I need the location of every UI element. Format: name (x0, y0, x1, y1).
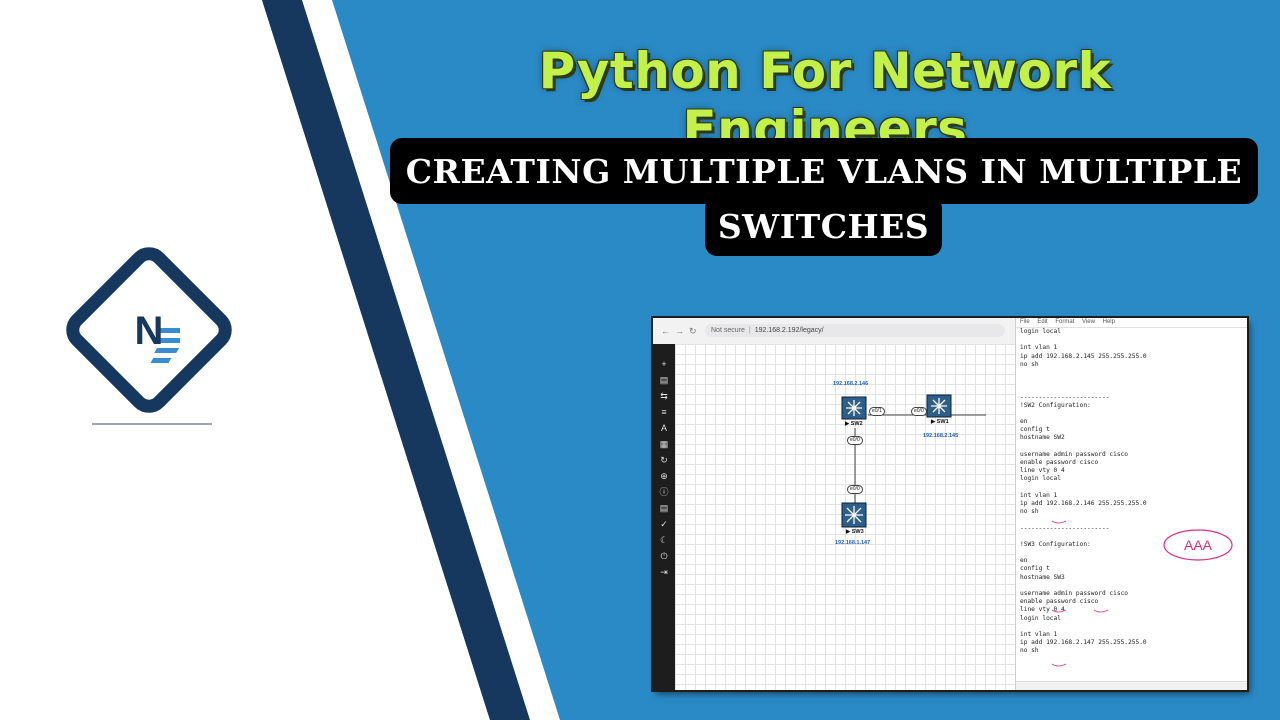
menu-edit[interactable]: Edit (1037, 319, 1048, 325)
port-label: e0/0 (847, 436, 863, 445)
sw2-ip: 192.168.2.146 (833, 381, 869, 387)
check-icon[interactable]: ✓ (660, 519, 668, 529)
notepad-line: en (1020, 418, 1028, 426)
notepad-line: hostname SW3 (1020, 573, 1065, 581)
logo-letter: N (135, 309, 164, 353)
reload-icon[interactable]: ↻ (689, 326, 697, 336)
address-bar[interactable]: Not secure | 192.168.2.192/legacy/ (705, 324, 1005, 337)
notepad-line: no sh (1020, 360, 1039, 368)
notepad-line: ip add 192.168.2.147 255.255.255.0 (1020, 639, 1147, 647)
notepad-line: ip add 192.168.2.146 255.255.255.0 (1020, 499, 1147, 507)
underline-marks (1051, 520, 1109, 667)
switch-icon[interactable] (926, 394, 952, 418)
power-icon[interactable]: ⏻ (660, 551, 668, 561)
notepad-line: login local (1020, 328, 1061, 335)
sw1-label: ▶ SW1 (931, 419, 949, 425)
menu-help[interactable]: Help (1102, 319, 1115, 325)
notepad-line: line vty 0 4 (1020, 606, 1065, 614)
notepad-window: File Edit Format View Help login local in… (1015, 318, 1247, 690)
svg-text:AAA: AAA (1184, 537, 1213, 553)
notepad-line: ip add 192.168.2.145 255.255.255.0 (1020, 352, 1147, 360)
back-icon[interactable]: ← (661, 326, 670, 336)
url-text: 192.168.2.192/legacy/ (754, 327, 824, 334)
notepad-line: username admin password cisco (1020, 450, 1129, 458)
sw3-ip: 192.168.1.147 (835, 540, 871, 546)
notepad-line: en (1020, 557, 1028, 565)
notepad-line: int vlan 1 (1020, 630, 1058, 638)
notepad-line: int vlan 1 (1020, 491, 1058, 499)
list-icon[interactable]: ≡ (661, 407, 667, 417)
port-label: e0/0 (911, 407, 927, 416)
notepad-line: config t (1020, 426, 1050, 434)
not-secure-label: Not secure (711, 327, 745, 334)
notepad-menu: File Edit Format View Help (1016, 318, 1247, 328)
refresh-icon[interactable]: ↻ (660, 455, 668, 465)
port-label: e0/1 (869, 407, 885, 416)
sw2-label: ▶ SW2 (845, 421, 863, 427)
notepad-line: login local (1020, 614, 1061, 622)
notepad-line: enable password cisco (1020, 459, 1099, 466)
notepad-line: no sh (1020, 508, 1039, 516)
port-label: e0/0 (847, 485, 863, 494)
notepad-line: ------------------------ (1020, 524, 1110, 532)
logout-icon[interactable]: ⇥ (660, 567, 668, 577)
notepad-line: ------------------------ (1020, 393, 1110, 401)
info-icon[interactable]: ⓘ (659, 487, 669, 497)
sw1-ip: 192.168.2.145 (923, 433, 959, 439)
server-icon[interactable]: ▤ (659, 375, 669, 385)
eve-sidebar: + ▤ ⇆ ≡ A ▦ ↻ ⊕ ⓘ ▤ ✓ ☾ ⏻ ⇥ (653, 344, 675, 690)
zoom-icon[interactable]: ⊕ (660, 471, 668, 481)
menu-format[interactable]: Format (1055, 319, 1075, 325)
notepad-line: !SW2 Configuration: (1020, 401, 1091, 409)
switch-icon[interactable] (841, 396, 867, 420)
text-icon[interactable]: A (660, 423, 667, 433)
table-icon[interactable]: ▤ (659, 503, 669, 513)
browser-toolbar: ← → ↻ Not secure | 192.168.2.192/legacy/ (653, 318, 1015, 345)
notepad-line: username admin password cisco (1020, 590, 1129, 597)
menu-view[interactable]: View (1082, 319, 1095, 325)
grid-icon[interactable]: ▦ (659, 439, 669, 449)
notepad-statusbar (1016, 681, 1247, 690)
notepad-line: hostname SW2 (1020, 434, 1065, 442)
notepad-line: line vty 0 4 (1020, 467, 1065, 475)
subtitle-line-1: CREATING MULTIPLE VLANS IN MULTIPLE (390, 138, 1258, 204)
moon-icon[interactable]: ☾ (659, 535, 669, 545)
topology-canvas[interactable]: 192.168.2.146 ▶ SW2 e0/1 e0/0 ▶ SW1 192.… (675, 344, 1015, 690)
plus-icon[interactable]: + (661, 359, 667, 369)
notepad-line: enable password cisco (1020, 598, 1099, 606)
swap-icon[interactable]: ⇆ (660, 391, 668, 401)
embedded-screenshot: ← → ↻ Not secure | 192.168.2.192/legacy/… (653, 318, 1247, 690)
notepad-line: !SW3 Configuration: (1020, 540, 1091, 548)
notepad-line: no sh (1020, 647, 1039, 655)
menu-file[interactable]: File (1020, 319, 1030, 325)
notepad-line: config t (1020, 565, 1050, 573)
brand-logo: N (66, 247, 232, 425)
switch-icon[interactable] (841, 502, 867, 528)
notepad-line: int vlan 1 (1020, 344, 1058, 352)
subtitle-line-2: SWITCHES (705, 196, 942, 256)
forward-icon[interactable]: → (675, 326, 684, 336)
sw3-label: ▶ SW3 (846, 529, 864, 535)
notepad-line: login local (1020, 475, 1061, 483)
handwritten-annotation: AAA (1163, 529, 1233, 561)
